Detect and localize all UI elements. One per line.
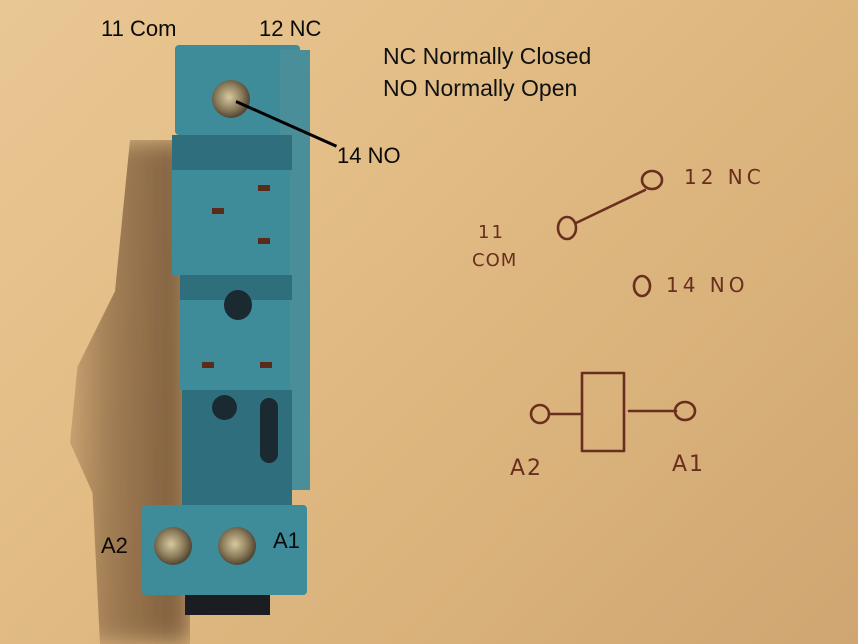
coil-box — [580, 371, 626, 453]
a1-terminal-circle — [673, 400, 697, 422]
slot — [260, 362, 272, 368]
label-14-no: 14 NO — [337, 143, 401, 168]
terminal-screw-a2 — [154, 527, 192, 565]
legend: NC Normally Closed NO Normally Open — [383, 40, 591, 104]
pin-hole — [212, 395, 237, 420]
slot — [212, 208, 224, 214]
hand-a1-label: A1 — [672, 452, 706, 477]
legend-nc: NC Normally Closed — [383, 43, 592, 69]
coil-symbol — [529, 371, 697, 453]
din-clip — [185, 595, 270, 615]
pin-slot — [260, 398, 278, 463]
switch-arm — [574, 188, 647, 225]
upper-body — [172, 170, 290, 275]
upper-body-shadow — [172, 135, 292, 170]
hand-no-label: 14 NO — [666, 273, 749, 297]
hand-nc-label: 12 NC — [684, 165, 765, 189]
a2-terminal-circle — [529, 403, 551, 425]
no-terminal-circle — [632, 274, 652, 298]
switch-symbol — [556, 169, 664, 298]
slot — [258, 238, 270, 244]
com-terminal-circle — [556, 215, 578, 241]
legend-no: NO Normally Open — [383, 75, 578, 101]
hand-com-label: COM — [472, 250, 518, 271]
label-12-nc: 12 NC — [259, 16, 322, 41]
mount-hole — [224, 290, 252, 320]
hand-a2-label: A2 — [510, 456, 544, 481]
slot — [258, 185, 270, 191]
label-11-com: 11 Com — [101, 16, 177, 41]
terminal-screw-top — [212, 80, 250, 118]
label-a1: A1 — [273, 528, 300, 553]
hand-com-number: 11 — [478, 222, 505, 243]
slot — [202, 362, 214, 368]
terminal-screw-a1 — [218, 527, 256, 565]
label-a2: A2 — [101, 533, 128, 558]
nc-terminal-circle — [640, 169, 664, 191]
relay-socket — [140, 20, 320, 644]
